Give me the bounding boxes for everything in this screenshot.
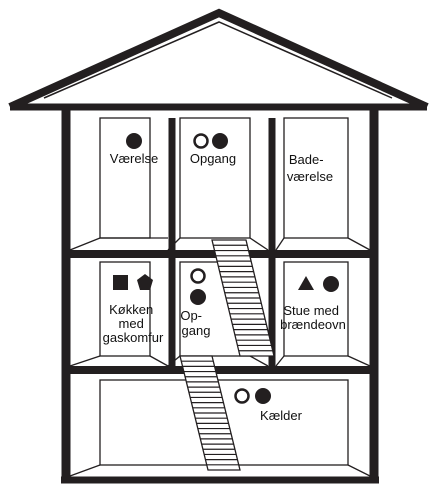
filled-square-symbol	[113, 275, 128, 290]
label-line: Bade-	[289, 152, 324, 167]
upper-stair-steps	[213, 244, 273, 352]
room-label-badevaerelse: Bade- værelse	[287, 152, 333, 184]
room-label-opgang-middle: Op- gang	[180, 308, 210, 338]
label-line: Værelse	[110, 151, 158, 166]
room-label-kaelder: Kælder	[260, 408, 303, 423]
middle-room3-backwall	[283, 261, 349, 357]
label-line: gaskomfur	[103, 330, 164, 345]
room-koekken: Køkken med gaskomfur	[103, 274, 164, 345]
filled-circle-symbol	[190, 289, 206, 305]
upper-room3-backwall	[283, 117, 349, 239]
room-label-vaerelse: Værelse	[110, 151, 158, 166]
roof-outline	[8, 8, 429, 111]
upper-room1-backwall	[99, 117, 151, 239]
roof-inner-line	[43, 21, 393, 99]
filled-triangle-symbol	[298, 276, 314, 290]
upper-floor-perspective	[69, 117, 371, 251]
room-opgang-middle: Op- gang	[180, 268, 210, 338]
label-line: Stue med	[283, 303, 339, 318]
label-line: brændeovn	[280, 317, 346, 332]
label-line: Kælder	[260, 408, 303, 423]
open-circle-symbol	[234, 388, 250, 404]
staircase-upper	[211, 239, 275, 357]
room-kaelder: Kælder	[234, 388, 303, 423]
filled-circle-symbol	[323, 276, 339, 292]
filled-pentagon-symbol	[137, 274, 153, 290]
label-line: med	[119, 316, 144, 331]
open-circle-symbol	[190, 268, 206, 284]
room-stue: Stue med brændeovn	[280, 276, 346, 332]
lower-stair-steps	[181, 360, 239, 466]
room-label-stue: Stue med brændeovn	[280, 303, 346, 332]
upper-room2-backwall	[179, 117, 251, 239]
middle-room1-backwall	[99, 261, 151, 357]
staircase-lower	[179, 355, 241, 471]
roof	[8, 8, 429, 111]
middle-floor-perspective	[69, 261, 371, 367]
filled-circle-symbol	[212, 133, 228, 149]
room-label-koekken: Køkken med gaskomfur	[103, 302, 164, 345]
room-label-opgang-upper: Opgang	[190, 151, 236, 166]
room-vaerelse: Værelse	[110, 133, 158, 166]
label-line: Opgang	[190, 151, 236, 166]
room-opgang-upper: Opgang	[190, 133, 236, 166]
label-line: Op-	[180, 308, 202, 323]
label-line: værelse	[287, 169, 333, 184]
filled-circle-symbol	[126, 133, 142, 149]
filled-circle-symbol	[255, 388, 271, 404]
label-line: Køkken	[109, 302, 153, 317]
open-circle-symbol	[193, 133, 209, 149]
room-badevaerelse: Bade- værelse	[287, 152, 333, 184]
label-line: gang	[182, 323, 211, 338]
